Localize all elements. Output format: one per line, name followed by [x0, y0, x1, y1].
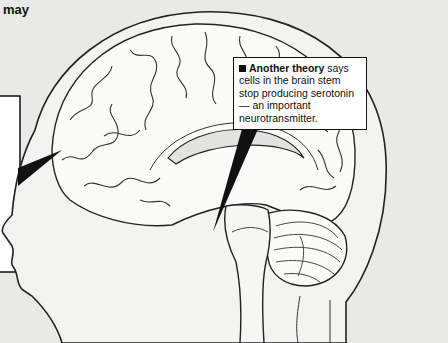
- pons-line: [232, 228, 268, 233]
- heading-fragment: may: [3, 2, 29, 17]
- callout-heading: Another theory: [249, 62, 324, 74]
- head-outline: [2, 12, 386, 343]
- cerebellum: [264, 210, 347, 286]
- callout-box: Another theorysays cells in the brain st…: [233, 57, 367, 130]
- cerebellum-folds: [274, 222, 342, 282]
- leader-wedge: [18, 150, 62, 186]
- brain-stem: [225, 205, 270, 343]
- leader-wedge: [213, 129, 258, 232]
- bullet-square: [239, 65, 246, 72]
- neck-lines: [297, 296, 330, 343]
